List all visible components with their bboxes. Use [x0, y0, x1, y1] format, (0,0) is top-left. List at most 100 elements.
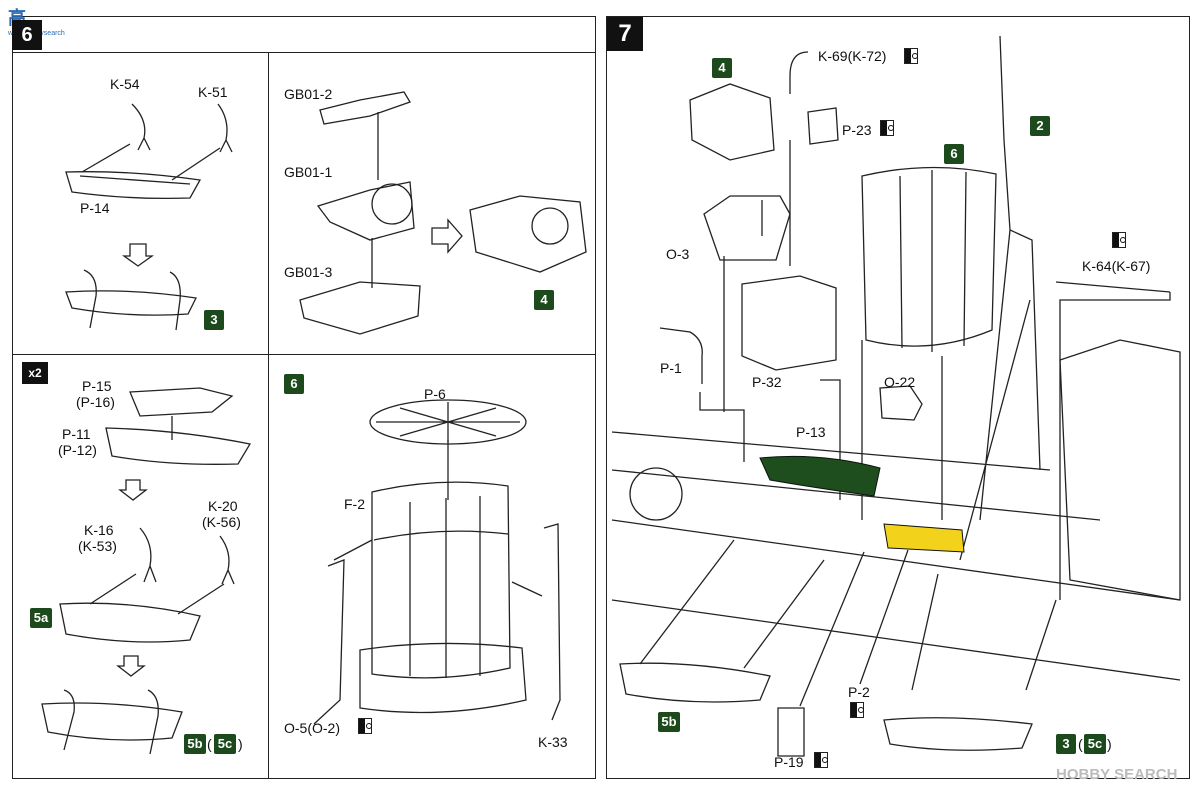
label-k56: (K-56)	[202, 514, 241, 530]
badge-3: 3	[204, 310, 224, 330]
label-k69: K-69(K-72)	[818, 48, 887, 64]
funnel-body	[371, 481, 511, 679]
s7-badge-5b: 5b	[658, 712, 680, 732]
bag-icon	[850, 702, 864, 718]
label-k64: K-64(K-67)	[1082, 258, 1151, 274]
paren-close-1: )	[238, 736, 243, 752]
f2-arrow	[333, 539, 543, 597]
step6-horizontal-divider	[12, 354, 596, 355]
watermark: HOBBY SEARCH	[1056, 766, 1178, 783]
label-f2: F-2	[344, 496, 365, 512]
down-arrow-1	[121, 243, 155, 267]
bag-icon	[1112, 232, 1126, 248]
funnel-6	[861, 166, 997, 347]
bag-icon	[880, 120, 894, 136]
badge-4: 4	[534, 290, 554, 310]
badge-5a: 5a	[30, 608, 52, 628]
label-p13: P-13	[796, 424, 826, 440]
label-p12: (P-12)	[58, 442, 97, 458]
label-k54: K-54	[110, 76, 140, 92]
k69-pipe	[789, 51, 809, 94]
label-k53: (K-53)	[78, 538, 117, 554]
boat-b-hull	[59, 602, 201, 643]
boat-a-deck	[79, 175, 191, 185]
mast-2	[959, 35, 1041, 561]
p23-part	[807, 107, 839, 145]
label-p19: P-19	[774, 754, 804, 770]
p32-part	[741, 275, 837, 371]
label-o3: O-3	[666, 246, 690, 262]
badge-5c: 5c	[214, 734, 236, 754]
paren-close-2: )	[1107, 736, 1112, 752]
gun-arrows	[371, 112, 379, 288]
bag-icon	[904, 48, 918, 64]
gb012-part	[319, 91, 411, 125]
label-p16: (P-16)	[76, 394, 115, 410]
funnel-base	[359, 642, 527, 714]
down-arrow-2	[118, 479, 148, 501]
label-k33: K-33	[538, 734, 568, 750]
s7-badge-4: 4	[712, 58, 732, 78]
hull-deck	[611, 431, 1181, 681]
tower-4	[689, 83, 775, 161]
p13-highlight	[759, 455, 881, 497]
label-gb013: GB01-3	[284, 264, 333, 280]
label-k51: K-51	[198, 84, 228, 100]
o5-part	[313, 559, 345, 725]
label-p6: P-6	[424, 386, 446, 402]
label-p2: P-2	[848, 684, 870, 700]
bag-icon	[358, 718, 372, 734]
boat-3c	[883, 717, 1033, 751]
boat-b-result-davits	[63, 689, 159, 755]
gun-result	[469, 195, 587, 273]
step7-leader-lines	[639, 140, 1171, 707]
p15-part	[129, 387, 234, 417]
superstructure	[1059, 339, 1181, 601]
label-k16: K-16	[84, 522, 114, 538]
boat-a-hull	[65, 171, 202, 200]
paren-open-2: (	[1078, 736, 1083, 752]
funnel-6-ribs	[899, 170, 967, 352]
k33-part	[543, 523, 561, 721]
boat-b-arrows	[89, 573, 225, 615]
boat-a-k51-davit	[217, 103, 233, 153]
down-arrow-3	[116, 655, 146, 677]
label-p1: P-1	[660, 360, 682, 376]
boat-b-result	[41, 702, 183, 741]
k64-rail	[1055, 281, 1171, 293]
boat-a-result-hull	[65, 290, 197, 316]
step6-header-divider	[12, 52, 596, 53]
p19-part	[777, 707, 805, 757]
p6-spokes	[376, 402, 520, 442]
boat-a-arrow2	[171, 147, 221, 181]
label-gb011: GB01-1	[284, 164, 333, 180]
funnel-ribs	[373, 496, 509, 678]
step6-number: 6	[12, 20, 42, 50]
label-p11: P-11	[62, 426, 91, 442]
boat-5b	[619, 662, 771, 703]
k16-davit	[139, 527, 157, 583]
o3-deck	[703, 195, 791, 261]
badge-6: 6	[284, 374, 304, 394]
boat-a-arrow1	[81, 143, 131, 173]
s7-badge-2: 2	[1030, 116, 1050, 136]
p2-highlight	[883, 523, 965, 553]
label-p15: P-15	[82, 378, 112, 394]
s7-badge-3: 3	[1056, 734, 1076, 754]
s7-badge-6: 6	[944, 144, 964, 164]
step7-number: 7	[607, 17, 643, 51]
label-p32: P-32	[752, 374, 782, 390]
p1-part	[659, 327, 703, 384]
s7-badge-5c: 5c	[1084, 734, 1106, 754]
badge-5b: 5b	[184, 734, 206, 754]
paren-open-1: (	[207, 736, 212, 752]
label-k20: K-20	[208, 498, 238, 514]
bag-icon	[814, 752, 828, 768]
step6-vertical-divider	[268, 52, 269, 779]
label-o22: O-22	[884, 374, 916, 390]
label-p14: P-14	[80, 200, 110, 216]
gb013-part	[299, 281, 421, 335]
boat-a-result-davits	[83, 269, 181, 331]
step7-frame	[606, 16, 1190, 779]
